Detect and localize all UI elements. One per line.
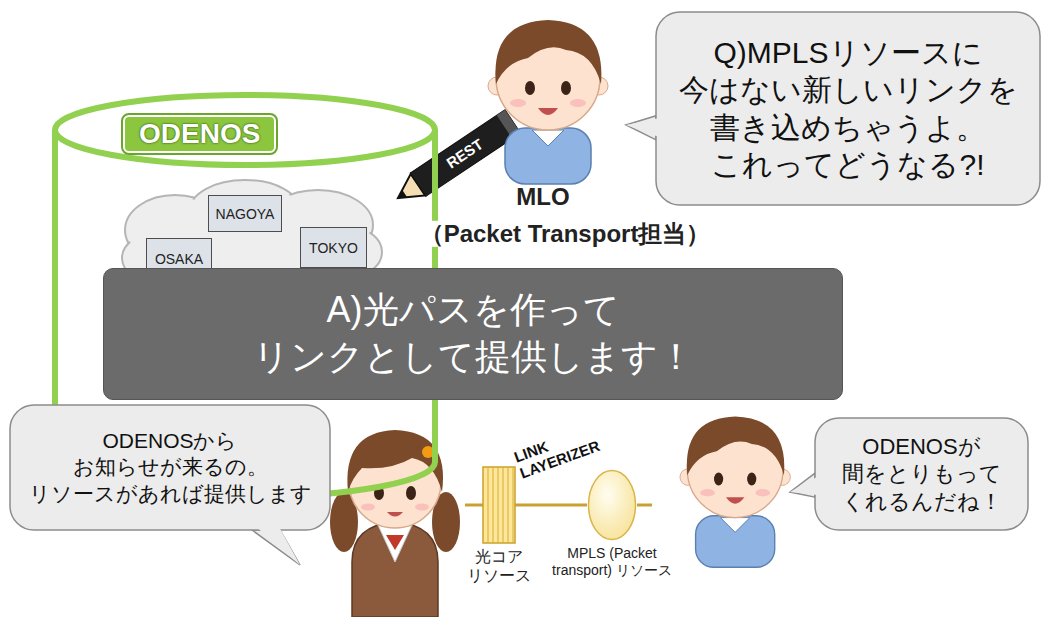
fiber-stripe bbox=[508, 467, 509, 543]
cylinder-top bbox=[55, 95, 435, 165]
girl-figure bbox=[378, 525, 412, 562]
egg-shape bbox=[589, 471, 636, 540]
node-text: ODENOSが 間をとりもって くれるんだね！ bbox=[829, 433, 1014, 516]
boy-figure bbox=[488, 20, 608, 184]
mpls-resource: MPLS (Packet transport) リソース bbox=[587, 469, 637, 541]
egg-shape bbox=[587, 469, 637, 541]
girl-figure bbox=[387, 512, 403, 517]
component-label: LINK LAYERIZER bbox=[512, 415, 622, 482]
fiber-bundle bbox=[483, 467, 515, 543]
fiber-bundle bbox=[483, 467, 515, 543]
boy-figure bbox=[680, 416, 790, 567]
city-box: NAGOYA bbox=[208, 195, 282, 232]
node-text: Q)MPLSリソースに 今はない新しいリンクを 書き込めちゃうよ。 これってどう… bbox=[672, 34, 1024, 184]
role-caption: （Packet Transport担当） bbox=[417, 221, 714, 247]
pencil-icon bbox=[396, 190, 408, 202]
resource-label: MPLS (Packet transport) リソース bbox=[546, 545, 678, 579]
product-name: ODENOS bbox=[123, 115, 276, 153]
speech-bubble: Q)MPLSリソースに 今はない新しいリンクを 書き込めちゃうよ。 これってどう… bbox=[656, 12, 1040, 205]
fiber-stripe bbox=[488, 467, 489, 543]
girl-figure bbox=[361, 504, 375, 511]
fiber-stripe bbox=[498, 467, 499, 543]
girl-figure bbox=[330, 430, 460, 617]
girl-figure bbox=[352, 522, 438, 617]
rest-label: REST bbox=[444, 136, 486, 172]
pencil-icon bbox=[390, 110, 520, 210]
optical-core-resource: 光コア リソース bbox=[483, 467, 515, 543]
role-name: MLO bbox=[516, 184, 569, 210]
link-line bbox=[515, 504, 587, 507]
node-text: TOKYO bbox=[309, 240, 358, 256]
bubble-body bbox=[10, 405, 330, 530]
bubble-body bbox=[815, 418, 1028, 530]
node-text: ODENOSから お知らせが来るの。 リソースがあれば提供します bbox=[24, 428, 316, 507]
fiber-stripe bbox=[503, 467, 504, 543]
girl-figure bbox=[386, 535, 404, 550]
link-line-stub bbox=[637, 504, 652, 507]
link-line-stub bbox=[465, 504, 483, 507]
city-box: TOKYO bbox=[300, 227, 367, 268]
bubble-tail bbox=[254, 525, 300, 565]
answer-banner: A)光パスを作って リンクとして提供します！ bbox=[103, 268, 843, 400]
bubble-tail bbox=[790, 475, 820, 495]
bubble-tail bbox=[626, 118, 661, 138]
speech-bubble: ODENOSが 間をとりもって くれるんだね！ bbox=[815, 418, 1028, 530]
resource-label: 光コア リソース bbox=[463, 547, 535, 585]
fiber-stripe bbox=[493, 467, 494, 543]
fiber-stripe bbox=[513, 467, 514, 543]
girl-figure bbox=[406, 486, 416, 500]
node-text: OSAKA bbox=[155, 251, 203, 267]
girl-figure bbox=[415, 504, 429, 511]
bubble-body bbox=[656, 12, 1040, 205]
node-text: A)光パスを作って リンクとして提供します！ bbox=[124, 287, 822, 381]
node-text: NAGOYA bbox=[216, 206, 275, 222]
speech-bubble: ODENOSから お知らせが来るの。 リソースがあれば提供します bbox=[10, 405, 330, 530]
